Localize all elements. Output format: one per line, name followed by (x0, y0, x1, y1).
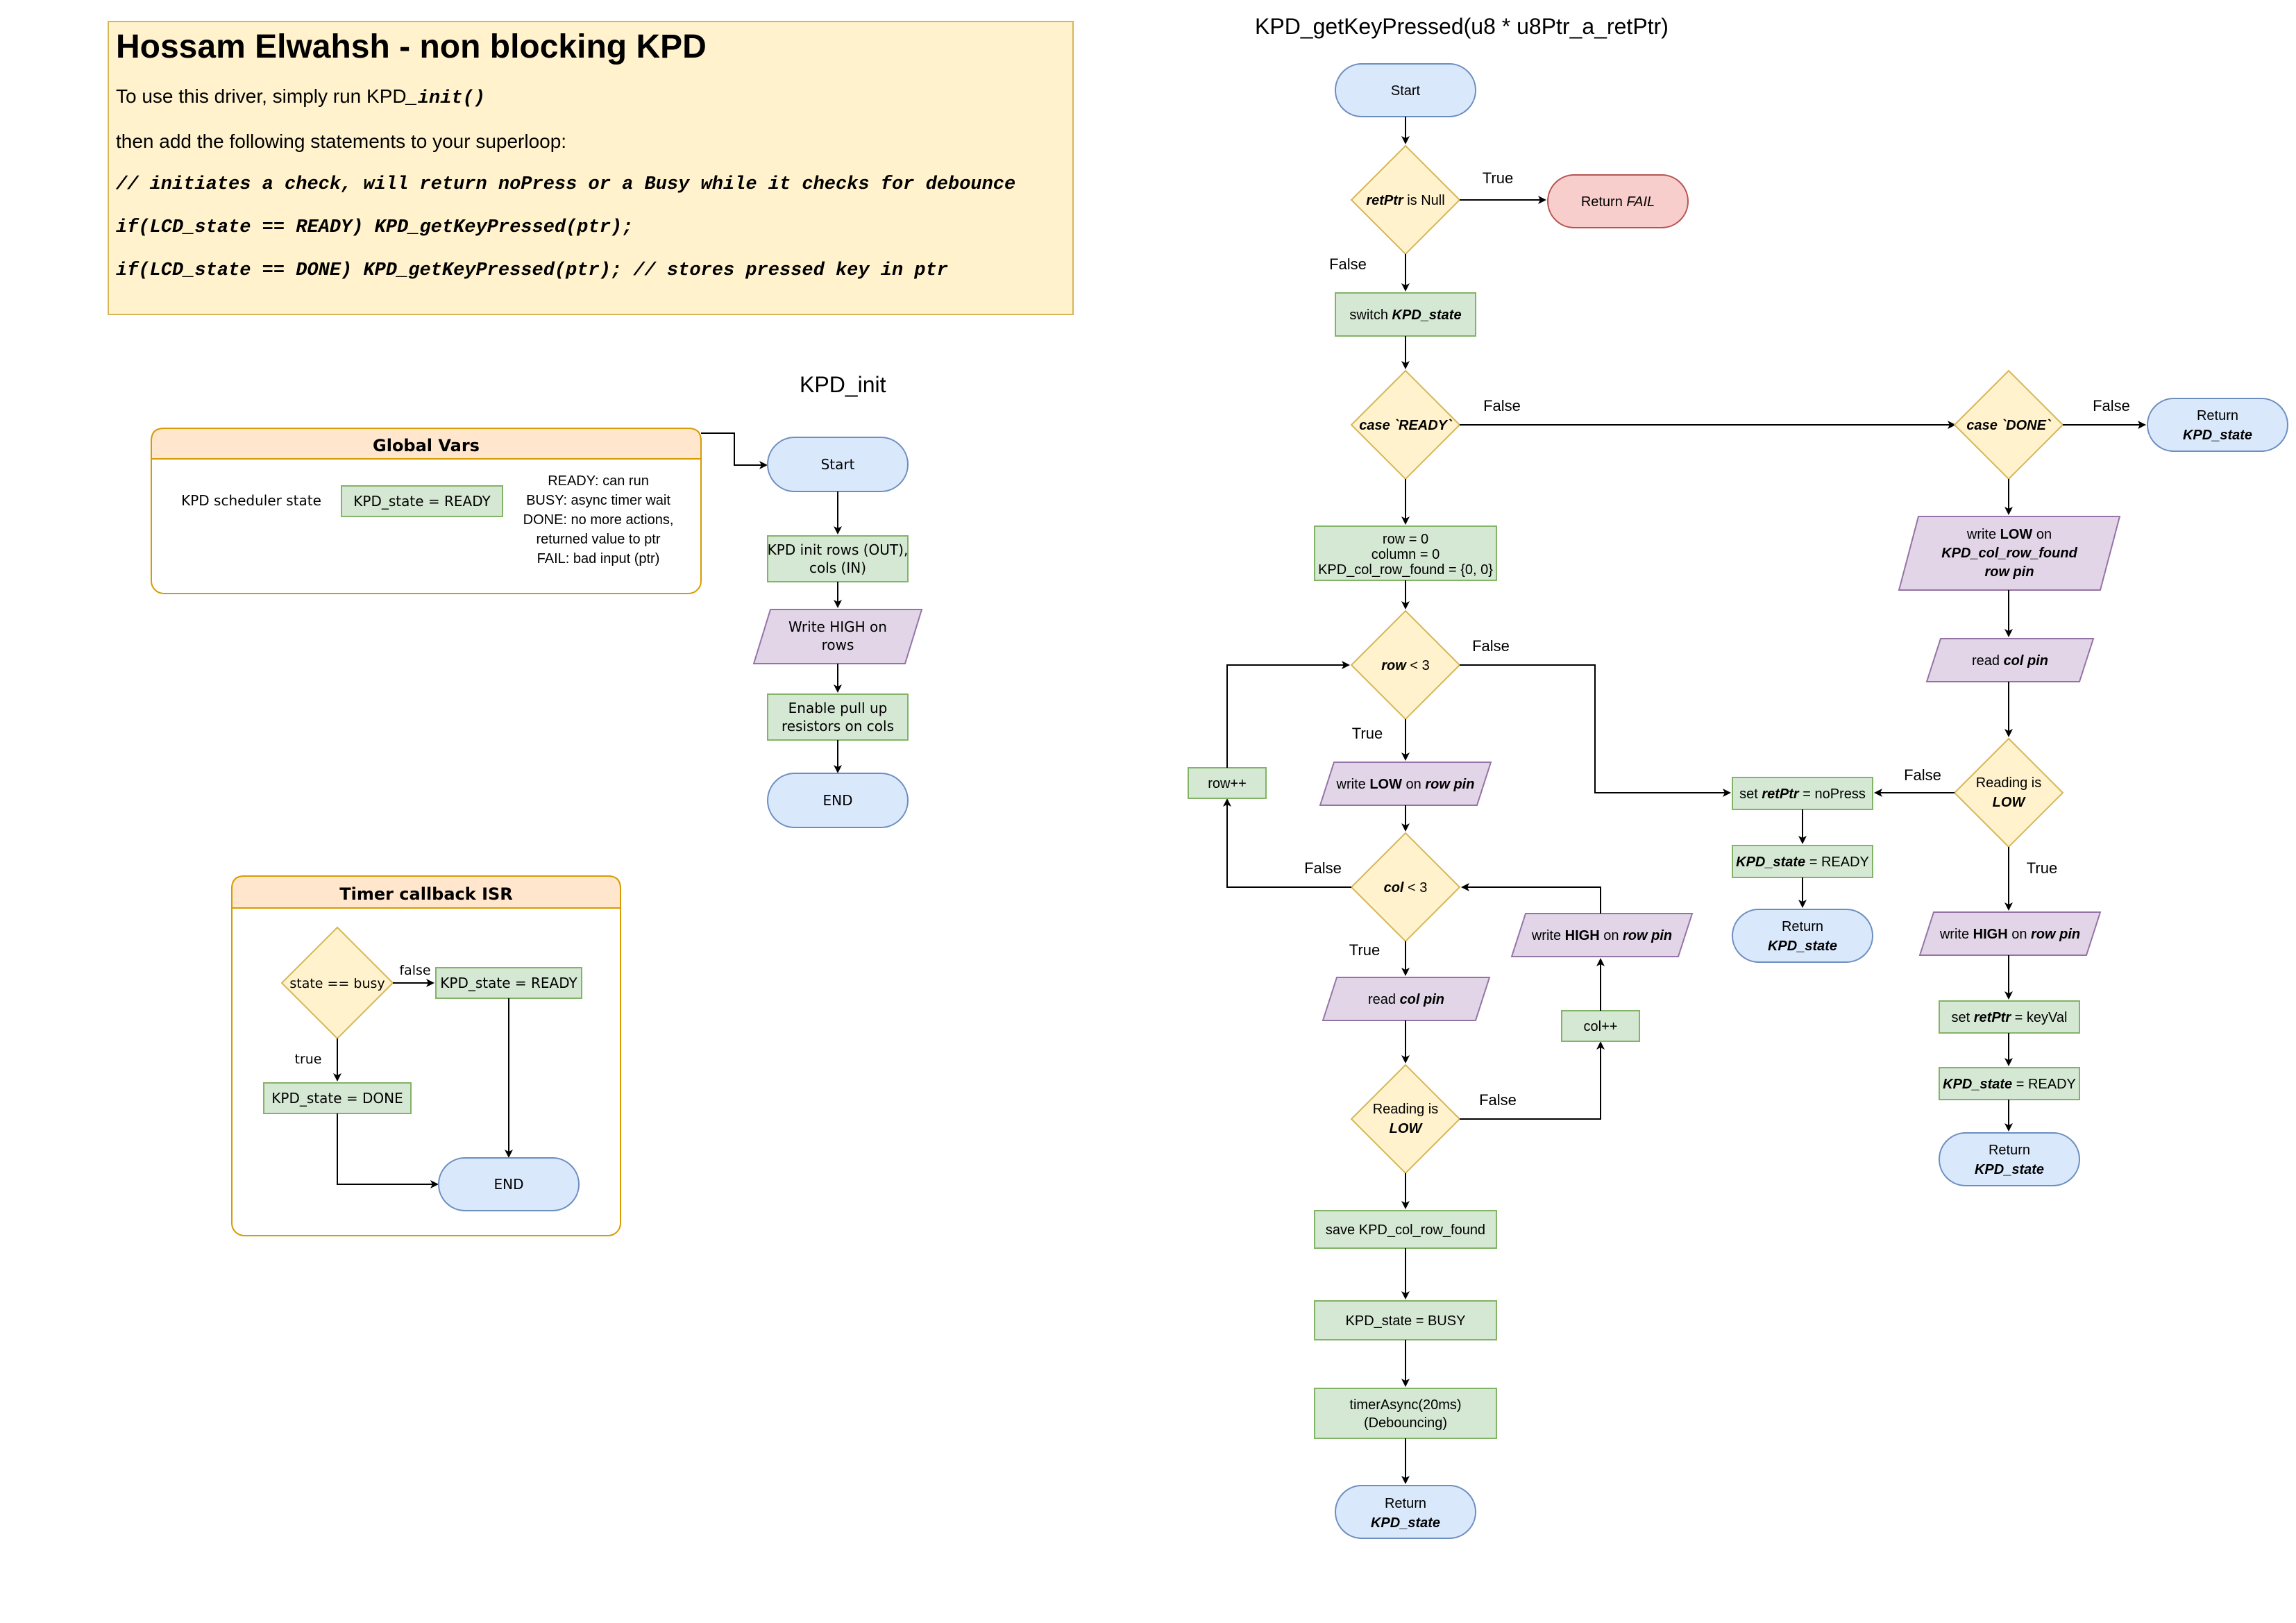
state-done-note: DONE: no more actions, (523, 512, 674, 528)
gk-write-high-loop: write HIGH on row pin (1531, 928, 1672, 943)
gk-case-ready: case `READY` (1359, 418, 1453, 433)
gk-return-nopress-a: Return (1782, 919, 1823, 934)
gk-return-key-b: KPD_state (1975, 1162, 2044, 1177)
isr-set-ready: KPD_state = READY (440, 975, 577, 991)
isr-set-done: KPD_state = DONE (271, 1090, 403, 1107)
usage-code-ready: if(LCD_state == READY) KPD_getKeyPressed… (116, 217, 634, 238)
gk-reading-low: LOW (1390, 1121, 1424, 1136)
gk-set-nopress: set retPtr = noPress (1739, 787, 1866, 802)
gk-timer-async: timerAsync(20ms) (1349, 1397, 1461, 1413)
isr-end: END (494, 1176, 524, 1193)
init-pullups: Enable pull up (788, 700, 888, 716)
gk-save-found: save KPD_col_row_found (1326, 1222, 1485, 1238)
timer-isr-title: Timer callback ISR (339, 884, 513, 904)
gk-init-found: KPD_col_row_found = {0, 0} (1318, 562, 1493, 578)
init-write-high-2: rows (822, 637, 854, 653)
gk-col-check: col < 3 (1384, 880, 1428, 895)
gk-debouncing: (Debouncing) (1364, 1415, 1447, 1431)
gk-return-done-a: Return (2197, 408, 2238, 423)
gk-true-row: True (1352, 725, 1383, 742)
kpd-init-flow: Start KPD init rows (OUT), cols (IN) Wri… (752, 437, 923, 828)
state-ready-note: READY: can run (548, 473, 649, 489)
isr-false-label: false (399, 963, 430, 978)
get-key-flow: Start retPtr is Null True Return FAIL Fa… (1188, 63, 2288, 1539)
usage-intro: To use this driver, simply run KPD_init(… (116, 85, 486, 109)
gk-true-col: True (1349, 941, 1380, 959)
gk-false-row: False (1472, 637, 1510, 655)
gk-read-col: read col pin (1368, 992, 1444, 1007)
gk-reading-is: Reading is (1373, 1102, 1439, 1117)
gk-case-done: case `DONE` (1966, 418, 2051, 433)
global-vars-label: KPD scheduler state (181, 492, 321, 509)
gk-return-fail: Return FAIL (1581, 194, 1655, 210)
gk-false-ready: False (1483, 397, 1521, 414)
gk-write-high-done: write HIGH on row pin (1939, 927, 2080, 942)
gk-init-row: row = 0 (1383, 532, 1428, 547)
gk-set-ready-2: KPD_state = READY (1943, 1077, 2076, 1092)
state-busy-note: BUSY: async timer wait (526, 493, 670, 508)
global-vars-container: Global Vars KPD scheduler state KPD_stat… (151, 428, 702, 594)
gk-reading-low-2: LOW (1993, 795, 2027, 810)
gk-false-1: False (1329, 255, 1367, 273)
gk-false-reading-2: False (1904, 766, 1941, 784)
init-start: Start (821, 456, 855, 473)
gk-start: Start (1391, 83, 1421, 99)
init-rows-cols: KPD init rows (OUT), (768, 541, 909, 558)
init-pullups-2: resistors on cols (782, 718, 894, 734)
gk-col-inc: col++ (1584, 1019, 1618, 1034)
gk-retptr-null: retPtr is Null (1366, 193, 1444, 208)
gk-init-col: column = 0 (1371, 547, 1440, 562)
gk-false-reading: False (1479, 1091, 1517, 1109)
isr-true-label: true (295, 1052, 322, 1067)
gk-return-key-a: Return (1989, 1143, 2030, 1158)
gk-false-done: False (2093, 397, 2130, 414)
gk-read-col-done: read col pin (1972, 653, 2048, 668)
usage-note: Hossam Elwahsh - non blocking KPD To use… (108, 21, 1074, 315)
init-end: END (823, 792, 853, 809)
gk-true-1: True (1483, 169, 1513, 187)
init-rows-cols-2: cols (IN) (809, 560, 866, 576)
gk-found-var: KPD_col_row_found (1941, 546, 2077, 561)
gk-return-nopress-b: KPD_state (1768, 939, 1837, 954)
gk-reading-is-2: Reading is (1976, 775, 2042, 791)
global-vars-value: KPD_state = READY (353, 493, 491, 510)
gk-set-keyval: set retPtr = keyVal (1952, 1010, 2068, 1025)
gk-return-bottom-b: KPD_state (1371, 1515, 1440, 1531)
gk-write-low-row: write LOW on row pin (1336, 777, 1475, 792)
gk-switch: switch KPD_state (1349, 308, 1461, 323)
gk-row-inc: row++ (1208, 776, 1247, 791)
state-fail-note: FAIL: bad input (ptr) (537, 551, 660, 566)
gk-true-reading-2: True (2027, 859, 2057, 877)
gk-write-low-found: write LOW on (1966, 527, 2052, 542)
usage-code-comment: // initiates a check, will return noPres… (116, 174, 1016, 195)
kpd-init-title: KPD_init (800, 372, 886, 397)
init-write-high: Write HIGH on (788, 619, 887, 635)
gk-return-bottom-a: Return (1385, 1496, 1426, 1511)
get-key-title: KPD_getKeyPressed(u8 * u8Ptr_a_retPtr) (1255, 14, 1669, 39)
global-vars-title: Global Vars (373, 436, 480, 455)
gk-found-row-pin: row pin (1984, 564, 2034, 580)
timer-isr-container: Timer callback ISR state == busy false K… (231, 875, 621, 1236)
gk-set-busy: KPD_state = BUSY (1346, 1313, 1466, 1329)
usage-code-done: if(LCD_state == DONE) KPD_getKeyPressed(… (116, 260, 948, 281)
usage-line2: then add the following statements to you… (116, 131, 567, 152)
gk-set-ready-1: KPD_state = READY (1736, 855, 1869, 870)
state-done-note-2: returned value to ptr (537, 532, 661, 547)
gk-row-check: row < 3 (1381, 658, 1429, 673)
gk-return-done-b: KPD_state (2183, 428, 2252, 443)
isr-decision: state == busy (289, 976, 385, 991)
page-title: Hossam Elwahsh - non blocking KPD (116, 28, 707, 65)
gk-false-col: False (1304, 859, 1342, 877)
